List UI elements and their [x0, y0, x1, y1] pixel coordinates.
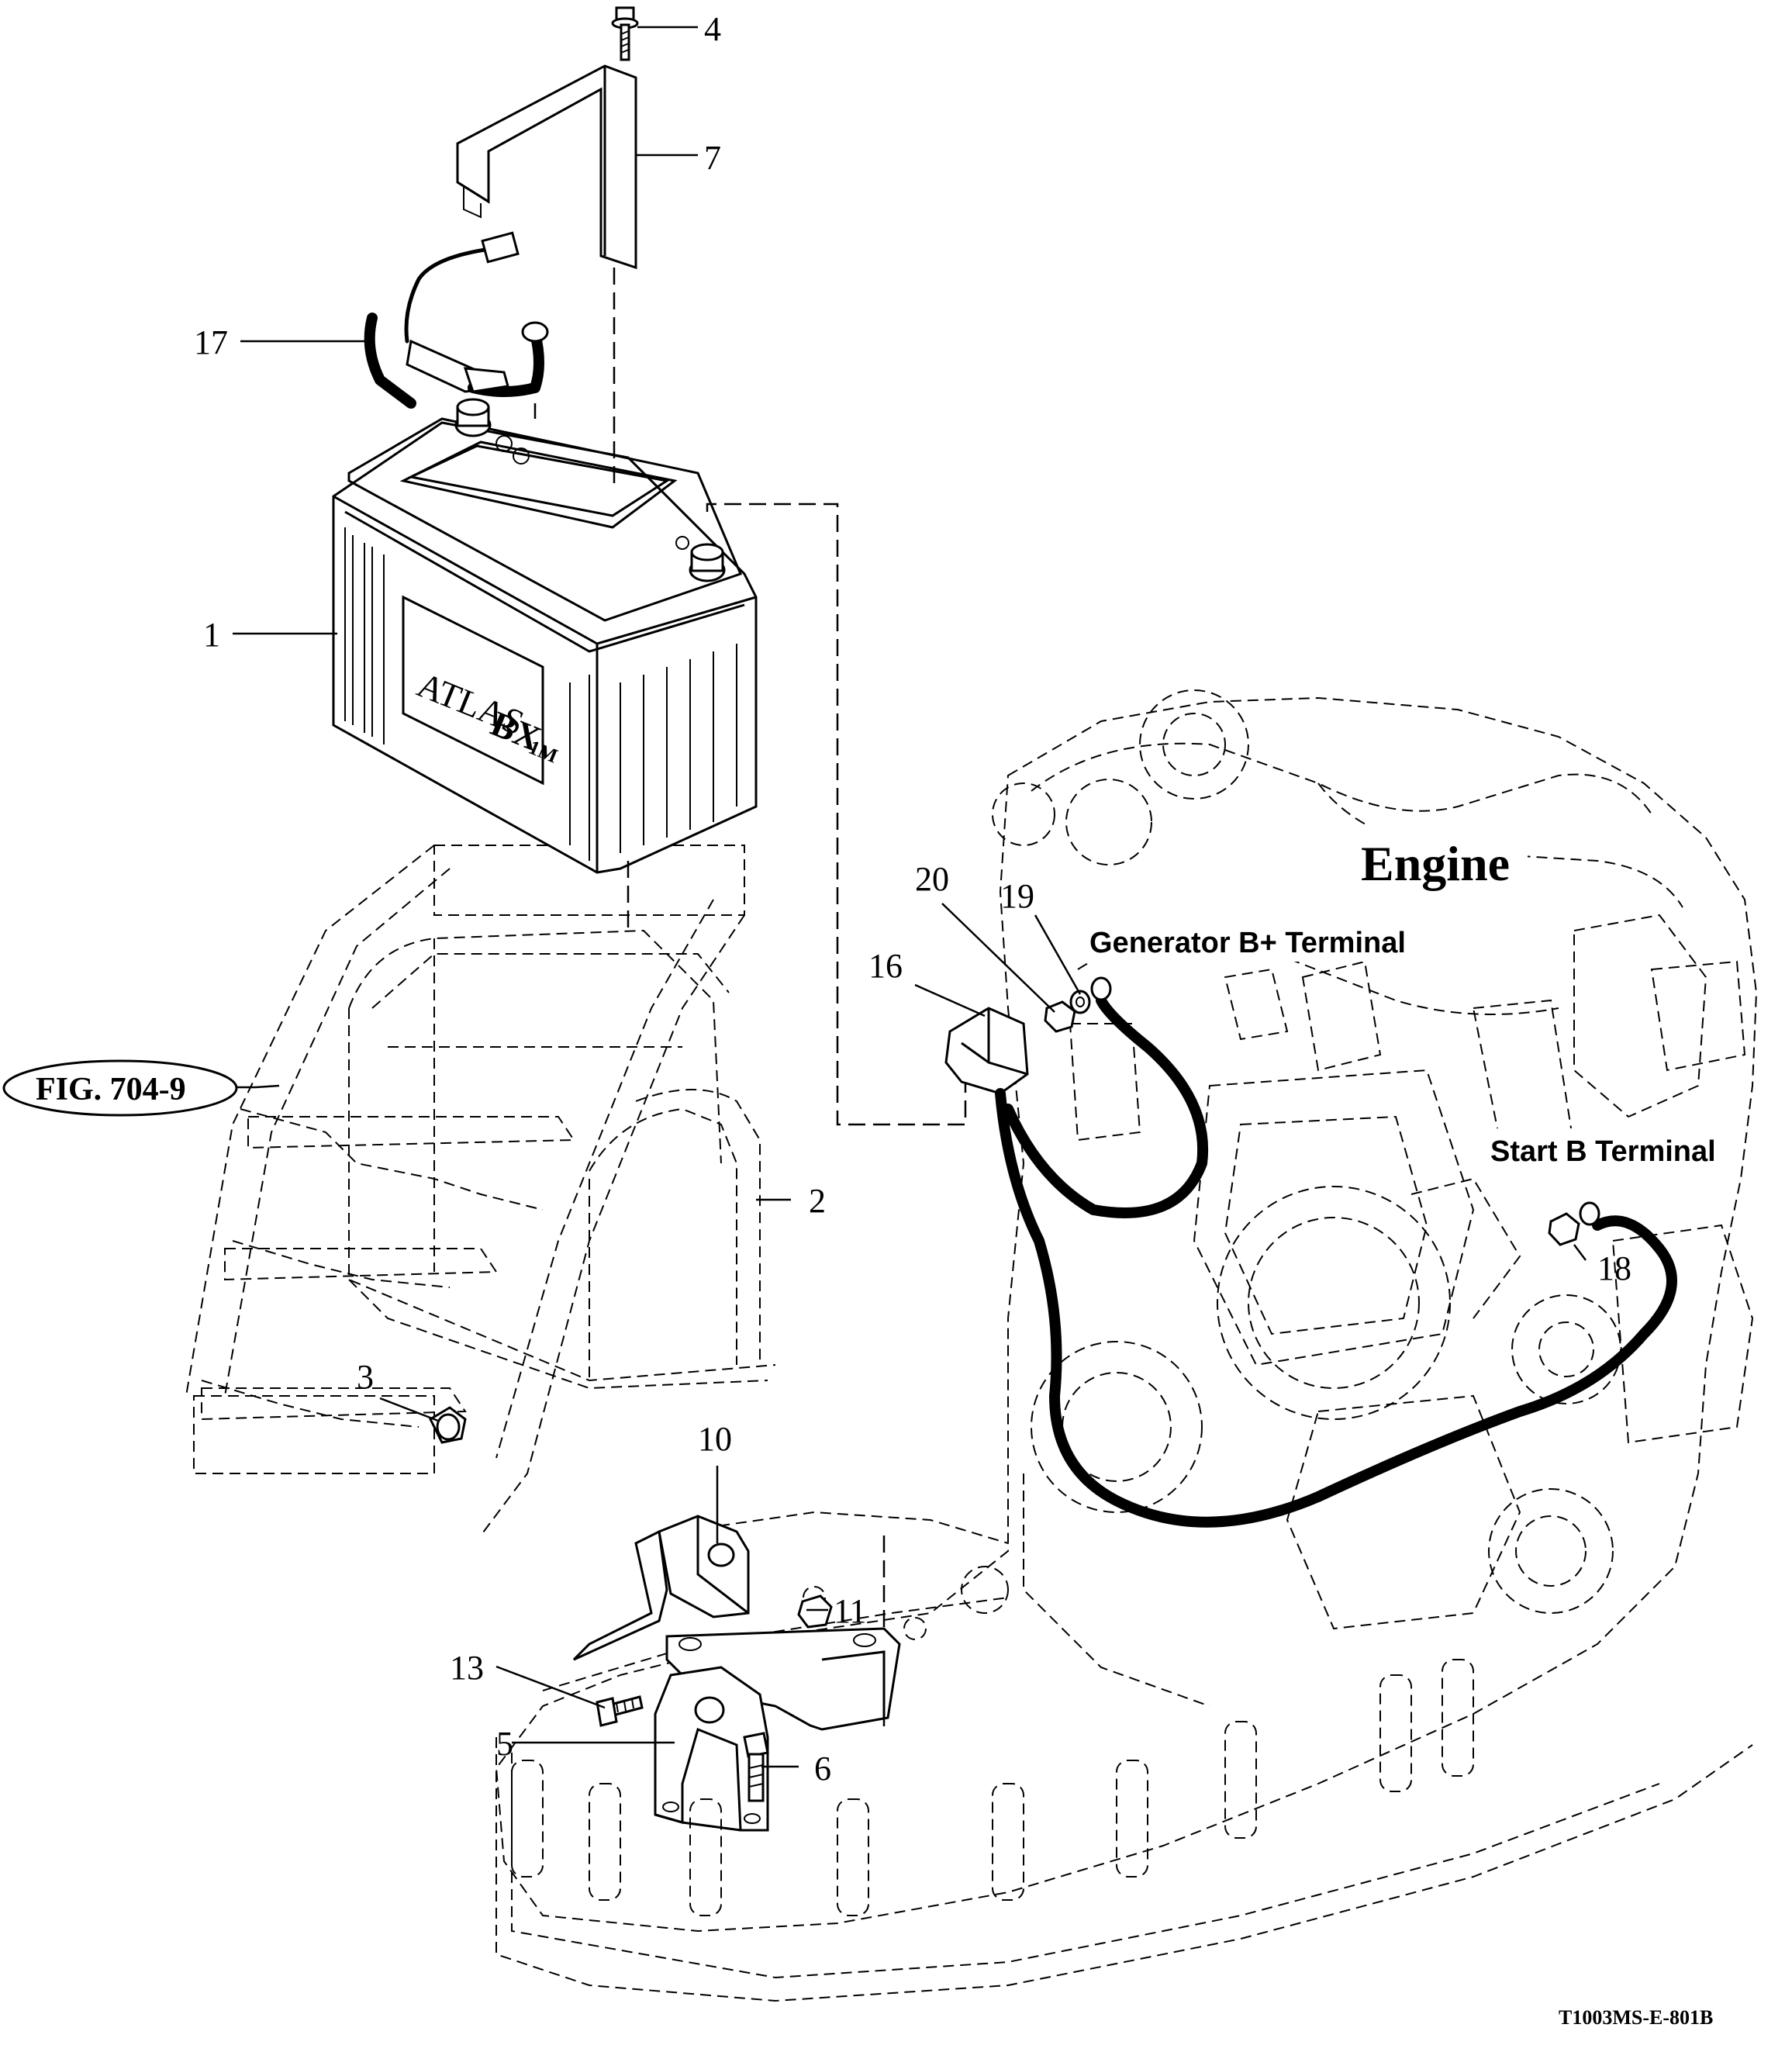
callout-10: 10: [698, 1420, 732, 1458]
callout-1: 1: [203, 616, 220, 654]
figure-reference[interactable]: FIG. 704-9: [2, 1059, 238, 1117]
drawing-code: T1003MS-E-801B: [1559, 2006, 1713, 2029]
battery-ribs-left: [344, 527, 385, 744]
relay-bracket-10: [572, 1515, 750, 1661]
hold-down-bracket-7: [456, 64, 637, 270]
callout-numbers: 4 7 17 1 2 3 10 11 13 5 6 16 20 19 18: [194, 10, 1631, 1788]
machine-frame: [495, 1511, 1753, 2002]
engine-label-group: Engine: [1349, 826, 1528, 896]
start-terminal-label-group: Start B Terminal: [1481, 1128, 1737, 1171]
relay-16: [944, 1007, 1029, 1095]
bolt-4: [611, 6, 639, 61]
battery-positive-terminal: [454, 398, 492, 437]
step-ladder: [185, 845, 745, 1536]
bracket-5: [654, 1666, 769, 1832]
generator-cable: [1003, 995, 1209, 1218]
bolt-3: [429, 1406, 467, 1444]
callout-20: 20: [915, 860, 949, 898]
callout-16: 16: [868, 947, 903, 985]
generator-terminal-label-group: Generator B+ Terminal: [1082, 919, 1407, 962]
connector-plug: [481, 231, 520, 264]
leader-lines: [221, 26, 1587, 1768]
engine-label: Engine: [1361, 836, 1510, 891]
generator-terminal-lug: [1090, 976, 1112, 1001]
battery: ATLAS BX 1M: [332, 398, 758, 874]
battery-negative-terminal: [689, 543, 726, 582]
bolt-13: [596, 1695, 644, 1727]
battery-cable-17: [364, 231, 549, 409]
callout-6: 6: [814, 1750, 831, 1788]
battery-ribs-right: [569, 644, 737, 861]
callout-5: 5: [496, 1725, 513, 1763]
generator-terminal-label: Generator B+ Terminal: [1089, 927, 1406, 959]
battery-box: [348, 929, 776, 1390]
callout-2: 2: [809, 1182, 826, 1220]
engine-outline: [495, 689, 1758, 1933]
callout-18: 18: [1597, 1249, 1631, 1287]
callout-17: 17: [194, 323, 228, 361]
callout-19: 19: [1000, 877, 1034, 915]
callout-11: 11: [834, 1592, 866, 1630]
callout-3: 3: [357, 1358, 374, 1396]
callout-13: 13: [450, 1649, 484, 1687]
nut-18: [1548, 1201, 1600, 1246]
start-terminal-label: Start B Terminal: [1490, 1135, 1716, 1168]
callout-7: 7: [704, 139, 721, 177]
nut-11: [797, 1594, 833, 1629]
callout-4: 4: [704, 10, 721, 48]
figure-reference-label: FIG. 704-9: [36, 1072, 186, 1107]
washer-19: [1069, 990, 1091, 1014]
main-starter-cable: [995, 1088, 1677, 1528]
bolt-6: [743, 1732, 769, 1802]
